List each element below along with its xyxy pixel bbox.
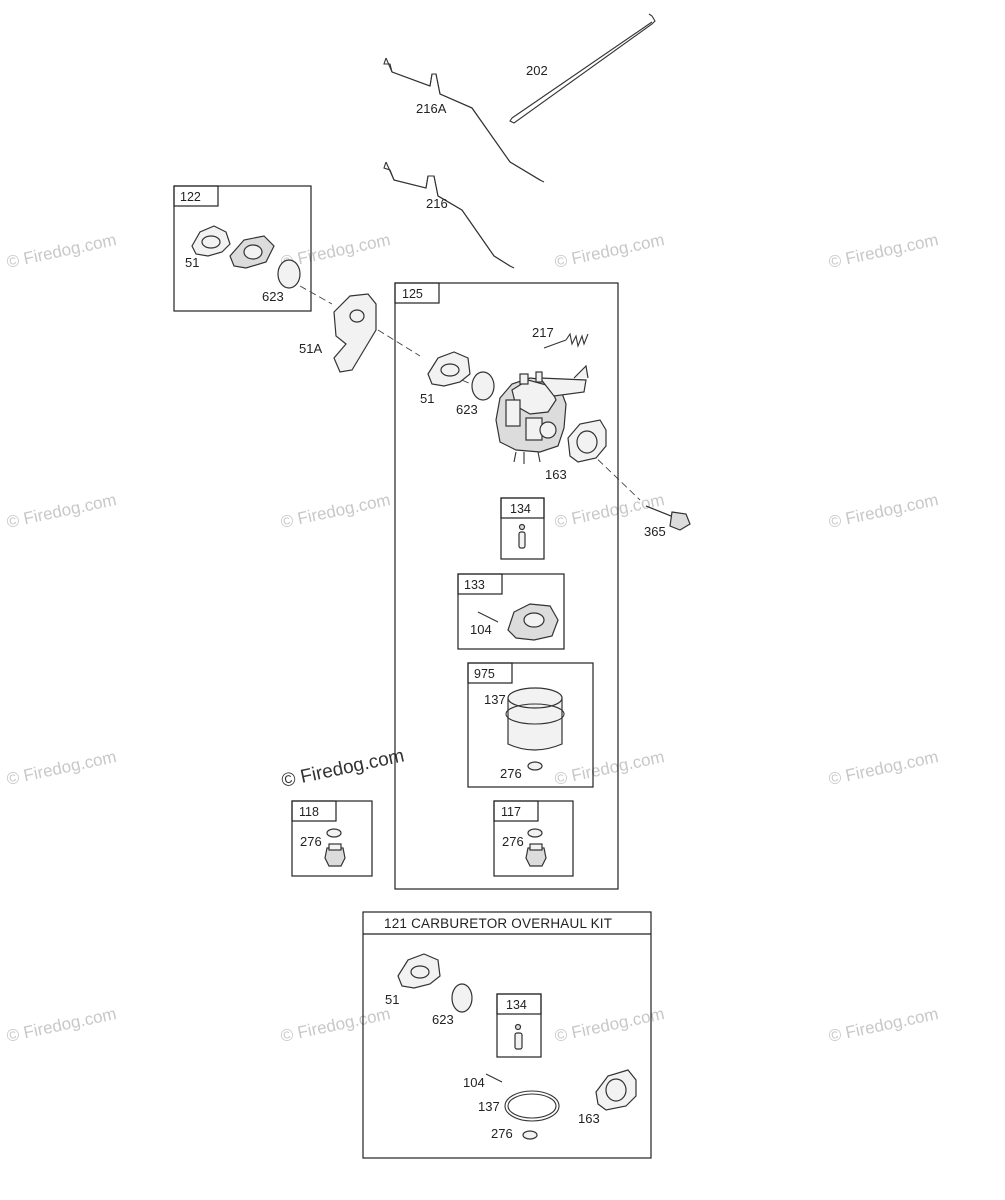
kit-121-title: 121 CARBURETOR OVERHAUL KIT	[384, 916, 612, 931]
assembly-axis-line	[299, 285, 641, 501]
kit-box-134-number: 134	[506, 998, 527, 1012]
bowl-nut-icon	[525, 847, 547, 867]
watermark: © Firedog.com	[553, 230, 666, 272]
group-134-box: 134	[500, 497, 545, 560]
label-51: 51	[420, 391, 434, 406]
plate-51a	[333, 293, 377, 373]
watermark: © Firedog.com	[5, 230, 118, 272]
watermark: © Firedog.com	[279, 490, 392, 532]
bowl-nut-icon	[324, 847, 346, 867]
label-137: 137	[478, 1099, 500, 1114]
label-104: 104	[470, 622, 492, 637]
float-bowl-icon	[505, 687, 565, 751]
label-51: 51	[385, 992, 399, 1007]
group-133-number: 133	[464, 578, 485, 592]
spring-217-icon	[565, 332, 589, 348]
pin-104-icon	[485, 1073, 503, 1083]
oring-623-icon	[451, 983, 473, 1013]
needle-valve-icon	[514, 1032, 523, 1050]
group-125-number: 125	[402, 287, 423, 301]
seal-276-icon	[522, 1130, 538, 1140]
group-118-number: 118	[299, 805, 319, 819]
bowl-ring-137-icon	[504, 1090, 560, 1122]
oring-623-icon	[471, 371, 495, 401]
label-163: 163	[578, 1111, 600, 1126]
label-163: 163	[545, 467, 567, 482]
label-217: 217	[532, 325, 554, 340]
watermark: © Firedog.com	[827, 230, 940, 272]
label-623: 623	[262, 289, 284, 304]
watermark: © Firedog.com	[827, 1004, 940, 1046]
bolt-365-icon	[645, 505, 691, 531]
label-216: 216	[426, 196, 448, 211]
watermark: © Firedog.com	[5, 747, 118, 789]
pin-104-icon	[477, 611, 499, 623]
group-117-number: 117	[501, 805, 521, 819]
label-276: 276	[491, 1126, 513, 1141]
watermark: © Firedog.com	[553, 747, 666, 789]
label-623: 623	[432, 1012, 454, 1027]
needle-valve-icon	[518, 531, 526, 549]
seal-276-icon	[527, 828, 543, 838]
heat-shield-plate-icon	[333, 293, 377, 373]
watermark: © Firedog.com	[279, 1004, 392, 1046]
label-202: 202	[526, 63, 548, 78]
watermark-dark: © Firedog.com	[280, 745, 407, 792]
label-51: 51	[185, 255, 199, 270]
group-134-number: 134	[510, 502, 531, 516]
group-133-box: 133 104	[457, 573, 565, 650]
label-276: 276	[300, 834, 322, 849]
kit-box-134: 134	[496, 993, 542, 1058]
label-623: 623	[456, 402, 478, 417]
carburetor-icon	[495, 364, 589, 464]
watermark: © Firedog.com	[5, 490, 118, 532]
rod-216a	[383, 57, 545, 183]
label-51a: 51A	[299, 341, 322, 356]
group-118-box: 118 276	[291, 800, 373, 877]
seal-276-icon	[527, 761, 543, 771]
group-122-number: 122	[180, 190, 201, 204]
seal-276-icon	[326, 828, 342, 838]
kit-121-box: 121 CARBURETOR OVERHAUL KIT 51 623 134 1…	[362, 911, 652, 1159]
group-975-number: 975	[474, 667, 495, 681]
oring-623-icon	[277, 259, 301, 289]
watermark: © Firedog.com	[5, 1004, 118, 1046]
watermark: © Firedog.com	[827, 747, 940, 789]
group-975-box: 975 137 276	[467, 662, 594, 788]
rod-216	[383, 161, 515, 269]
watermark: © Firedog.com	[553, 1004, 666, 1046]
watermark: © Firedog.com	[827, 490, 940, 532]
rod-202	[509, 13, 656, 124]
group-122-box: 122 51 623	[173, 185, 312, 312]
label-365: 365	[644, 524, 666, 539]
label-276: 276	[502, 834, 524, 849]
label-216a: 216A	[416, 101, 447, 116]
label-137: 137	[484, 692, 506, 707]
label-276: 276	[500, 766, 522, 781]
group-117-box: 117 276	[493, 800, 574, 877]
label-104: 104	[463, 1075, 485, 1090]
group-125-box: 125 217 51 623 163	[394, 282, 619, 890]
